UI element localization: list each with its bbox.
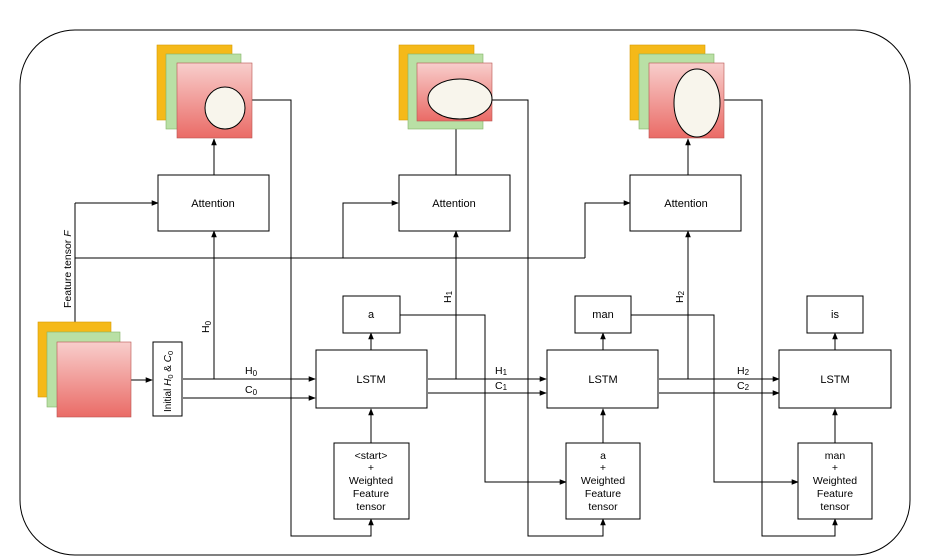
output-box-2 <box>574 295 632 334</box>
lstm-label-2: LSTM <box>588 374 617 386</box>
lstm-label-3: LSTM <box>820 374 849 386</box>
svg-text:a: a <box>600 450 606 462</box>
attention-map-3 <box>629 44 725 139</box>
input-text-2: a + Weighted Feature tensor <box>581 450 625 513</box>
attention-box-3 <box>629 174 742 232</box>
input-text-1: <start> + Weighted Feature tensor <box>349 450 393 513</box>
attention-map-1 <box>156 44 253 139</box>
svg-text:+: + <box>600 462 606 474</box>
svg-text:tensor: tensor <box>820 501 850 513</box>
input-box-3 <box>797 442 873 520</box>
h1-vertical-label: H1 <box>442 290 454 303</box>
input-text-3: man + Weighted Feature tensor <box>813 450 857 513</box>
h2-label: H2 <box>737 365 750 377</box>
attention-box-1 <box>157 174 270 232</box>
outer-frame <box>19 29 911 556</box>
h0-label: H0 <box>245 365 258 378</box>
output-box-3 <box>806 295 864 334</box>
output-label-3: is <box>831 309 839 321</box>
h2-vertical-label: H2 <box>674 290 686 303</box>
c1-label: C1 <box>495 380 508 392</box>
svg-text:tensor: tensor <box>588 501 618 513</box>
svg-text:Weighted: Weighted <box>813 475 857 487</box>
svg-text:man: man <box>825 450 846 462</box>
attention-region-2 <box>427 78 493 120</box>
svg-text:Weighted: Weighted <box>349 475 393 487</box>
attention-region-3 <box>673 68 721 138</box>
h0-vertical-label: H0 <box>200 320 213 333</box>
feature-tensor-stack <box>37 321 132 418</box>
svg-text:Feature: Feature <box>817 488 853 500</box>
lstm-box-1 <box>315 349 428 409</box>
initial-state-box <box>152 341 183 417</box>
svg-text:Feature: Feature <box>353 488 389 500</box>
connectors <box>74 99 838 537</box>
output-label-2: man <box>592 309 613 321</box>
attention-label-2: Attention <box>432 198 475 210</box>
svg-text:+: + <box>368 462 374 474</box>
svg-text:Feature: Feature <box>585 488 621 500</box>
attention-map-2 <box>398 44 493 130</box>
attention-region-1 <box>204 86 246 130</box>
input-box-1 <box>333 442 410 520</box>
output-label-1: a <box>368 309 375 321</box>
input-box-2 <box>565 442 641 520</box>
attention-box-2 <box>398 174 511 232</box>
c0-label: C0 <box>245 384 258 397</box>
svg-text:tensor: tensor <box>356 501 386 513</box>
lstm-box-2 <box>546 349 659 409</box>
svg-text:<start>: <start> <box>355 450 388 462</box>
feature-tensor-label: Feature tensor F <box>62 230 74 308</box>
output-box-1 <box>342 295 401 334</box>
initial-state-label: Initial H0 & C0 <box>163 351 175 412</box>
lstm-box-3 <box>778 349 892 409</box>
svg-text:Weighted: Weighted <box>581 475 625 487</box>
attention-label-3: Attention <box>664 198 707 210</box>
svg-text:+: + <box>832 462 838 474</box>
h1-label: H1 <box>495 365 508 377</box>
lstm-label-1: LSTM <box>356 374 385 386</box>
attention-label-1: Attention <box>191 198 234 210</box>
c2-label: C2 <box>737 380 750 392</box>
